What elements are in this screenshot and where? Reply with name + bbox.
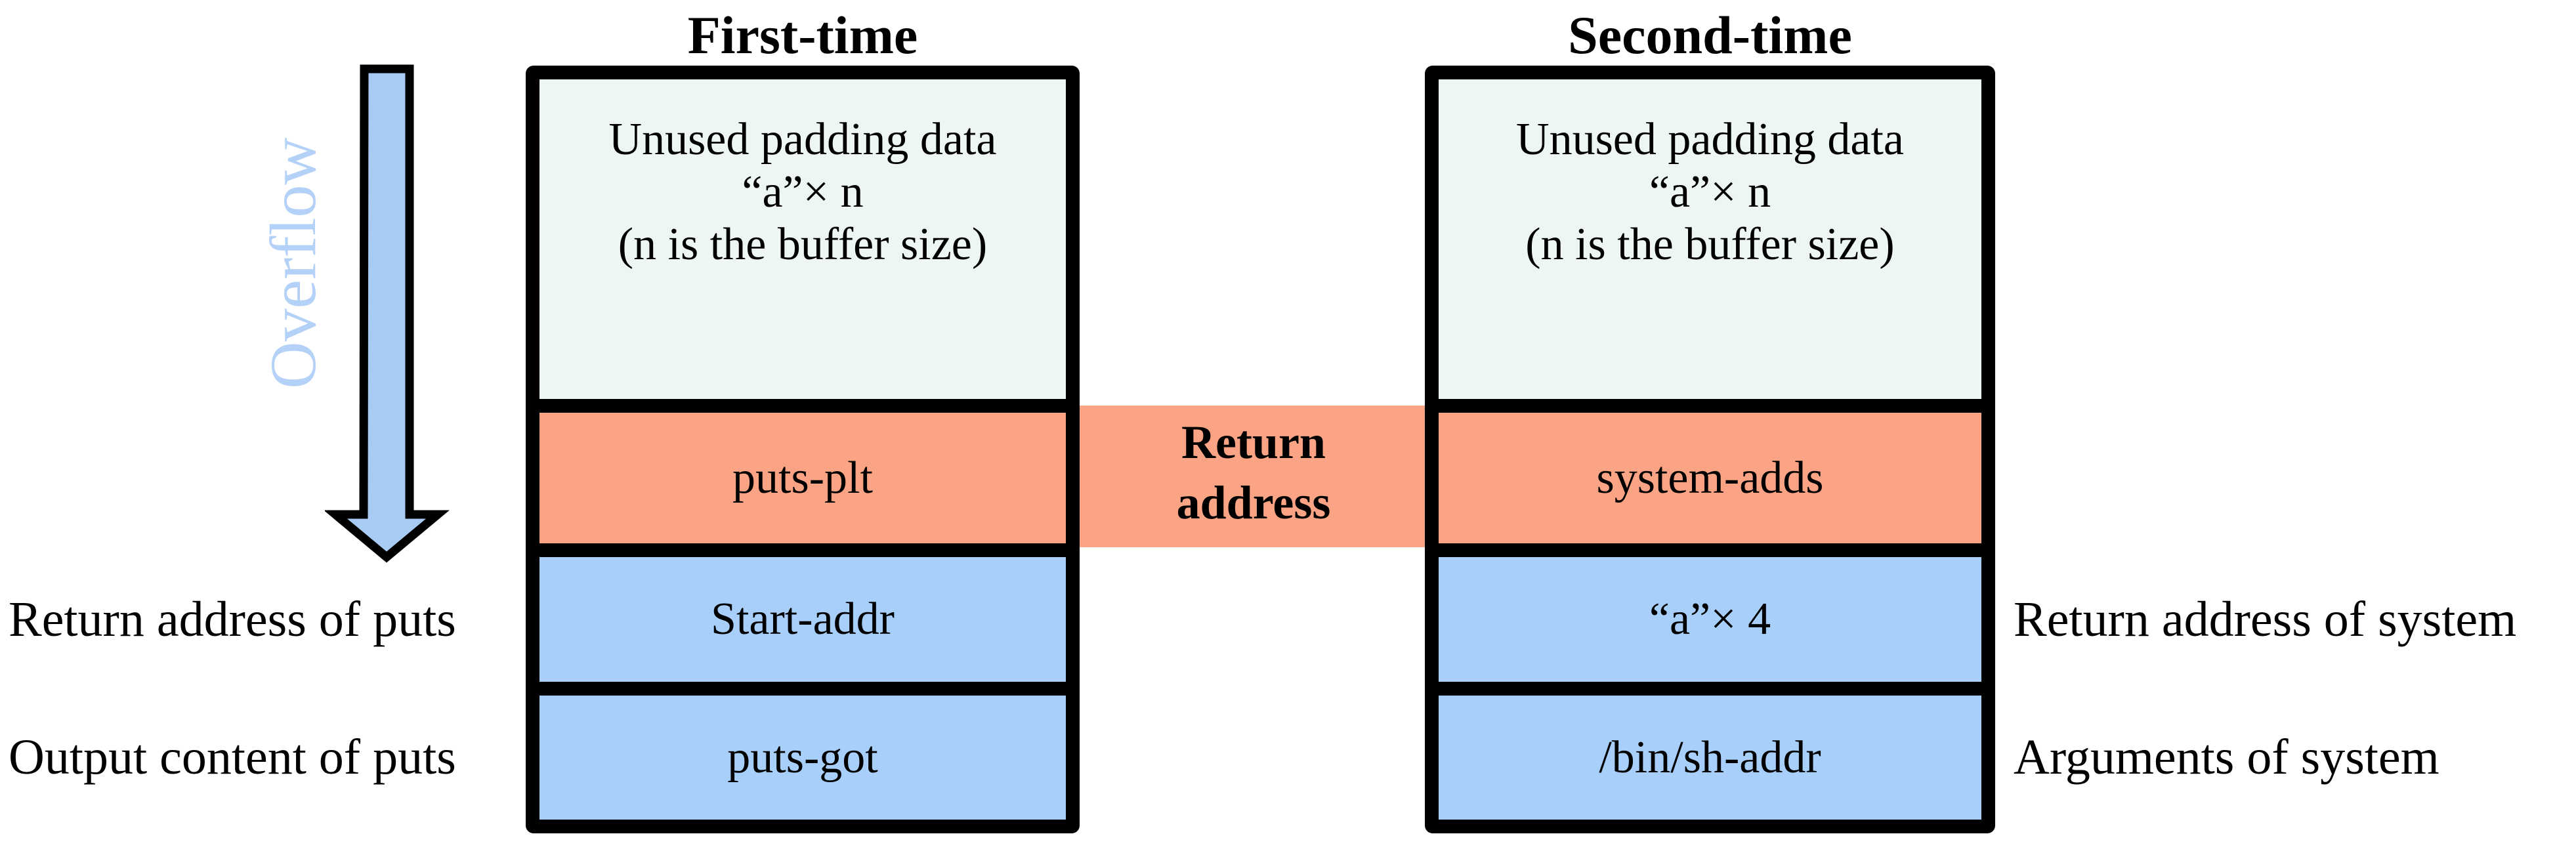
first-padding-cell: Unused padding data “a”× n (n is the buf… [539, 79, 1066, 399]
second-time-stack-box: Unused padding data “a”× n (n is the buf… [1425, 66, 1995, 833]
first-time-stack-box: Unused padding data “a”× n (n is the buf… [526, 66, 1080, 833]
second-padding-line2: “a”× n [1649, 167, 1771, 217]
return-address-label: Return address [1176, 416, 1331, 529]
second-return-address-cell: system-adds [1439, 413, 1981, 543]
label-return-address-of-system: Return address of system [2014, 591, 2517, 647]
second-a-times-4-cell: “a”× 4 [1439, 557, 1981, 682]
return-address-band [1076, 406, 1439, 547]
label-arguments-of-system: Arguments of system [2014, 730, 2439, 785]
second-binsh-addr-cell: /bin/sh-addr [1439, 696, 1981, 820]
first-padding-line1: Unused padding data [608, 114, 997, 165]
first-padding-line3: (n is the buffer size) [618, 219, 988, 270]
first-return-address-cell: puts-plt [539, 413, 1066, 543]
first-padding-line2: “a”× n [742, 167, 864, 217]
second-time-title: Second-time [1568, 5, 1852, 65]
overflow-arrow-icon [325, 64, 450, 563]
first-time-title: First-time [687, 5, 918, 65]
label-output-content-of-puts: Output content of puts [9, 730, 456, 785]
second-padding-line3: (n is the buffer size) [1525, 219, 1895, 270]
second-padding-cell: Unused padding data “a”× n (n is the buf… [1439, 79, 1981, 399]
label-return-address-of-puts: Return address of puts [9, 591, 456, 647]
overflow-label: Overflow [257, 137, 329, 389]
second-padding-line1: Unused padding data [1516, 114, 1904, 165]
first-start-addr-cell: Start-addr [539, 557, 1066, 682]
first-puts-got-cell: puts-got [539, 696, 1066, 820]
arrow-shape [325, 64, 450, 563]
